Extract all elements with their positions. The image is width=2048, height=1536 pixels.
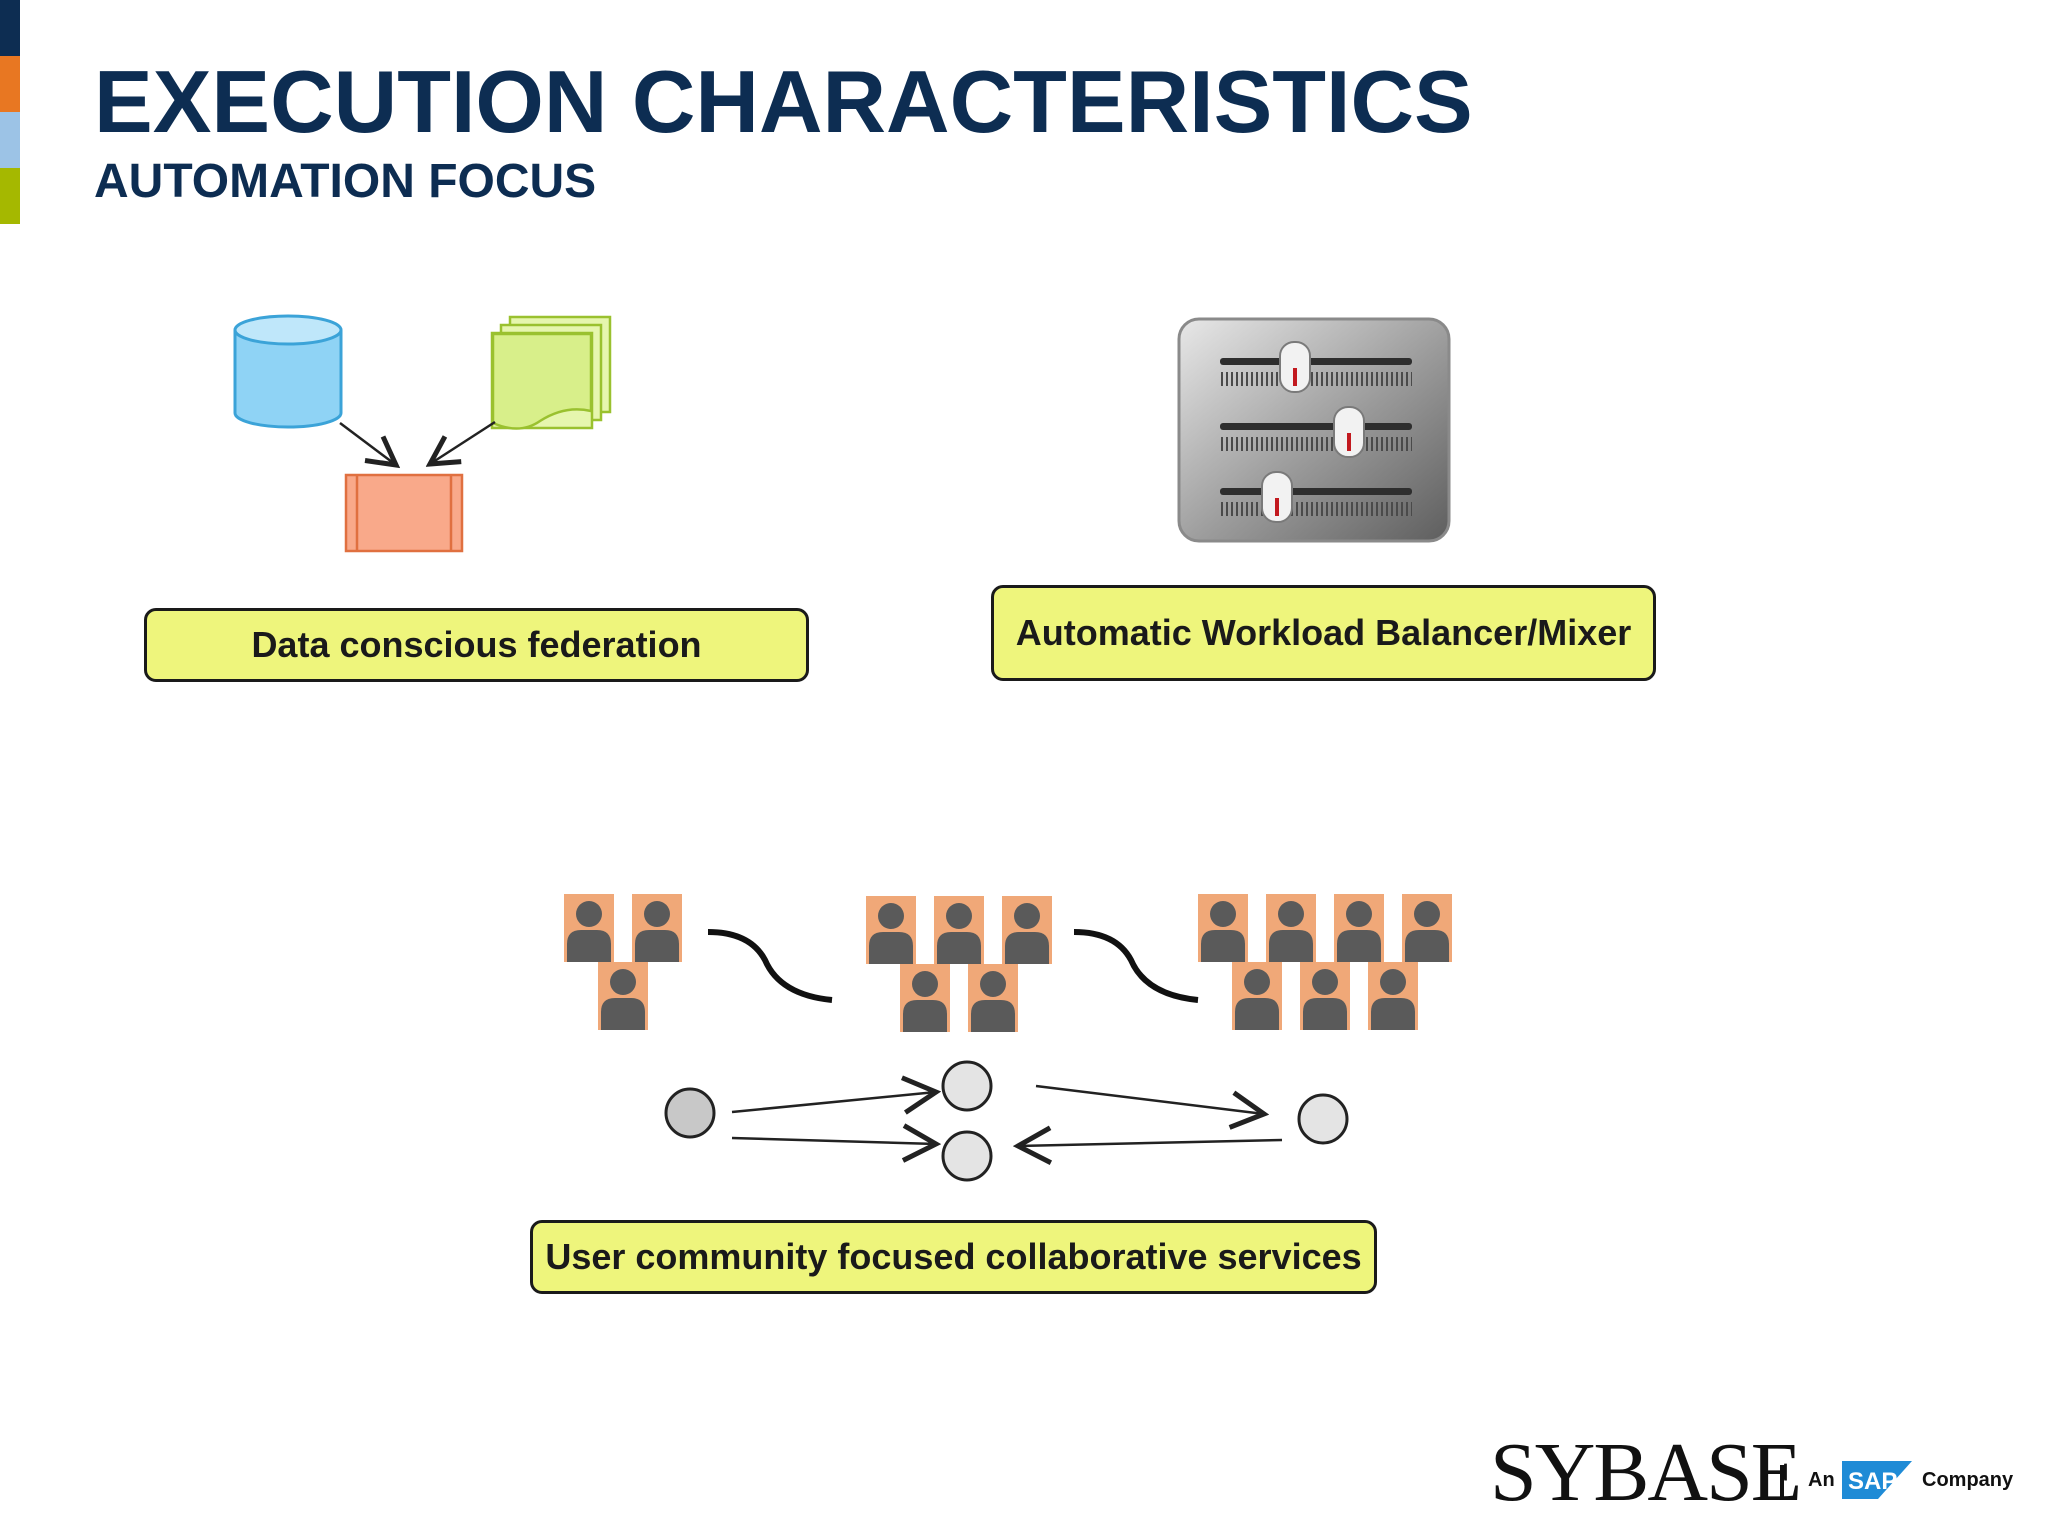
slider-knob-top [1279, 341, 1311, 393]
connector-curve [1073, 929, 1199, 1003]
network-node-icon [1297, 1093, 1349, 1145]
logo-wordmark: SYBASE [1490, 1426, 1802, 1519]
sybase-logo: SYBASE An SAP Company [1490, 1425, 2030, 1519]
accent-bar-lightblue [0, 112, 20, 168]
accent-bar-green [0, 168, 20, 224]
document-stack-icon [490, 315, 612, 430]
logo-separator [1780, 1465, 1784, 1497]
slider-knob-middle [1333, 406, 1365, 458]
network-node-icon [941, 1130, 993, 1182]
database-icon [233, 314, 343, 429]
accent-bar-orange [0, 56, 20, 112]
community-label: User community focused collaborative ser… [530, 1220, 1377, 1294]
slide-title: EXECUTION CHARACTERISTICS [94, 52, 1473, 151]
people-group-icon [1198, 894, 1452, 1030]
federation-label: Data conscious federation [144, 608, 809, 682]
accent-bar-navy [0, 0, 20, 56]
slider-knob-bottom [1261, 471, 1293, 523]
mixer-panel-icon [1177, 317, 1451, 543]
slide-subtitle: AUTOMATION FOCUS [94, 155, 597, 208]
people-group-icon [866, 896, 1052, 1032]
people-group-icon [564, 894, 682, 1030]
logo-tag-sap: SAP [1848, 1468, 1897, 1495]
process-box-icon [344, 473, 464, 553]
connector-curve [707, 929, 833, 1003]
network-node-icon [941, 1060, 993, 1112]
network-node-icon [664, 1087, 716, 1139]
workload-label: Automatic Workload Balancer/Mixer [991, 585, 1656, 681]
logo-tag-company: Company [1922, 1469, 2014, 1491]
sap-logo-icon: SAP [1842, 1461, 1912, 1499]
community-diagram [564, 894, 1452, 1182]
federation-diagram [233, 314, 612, 553]
logo-tag-an: An [1808, 1469, 1835, 1491]
